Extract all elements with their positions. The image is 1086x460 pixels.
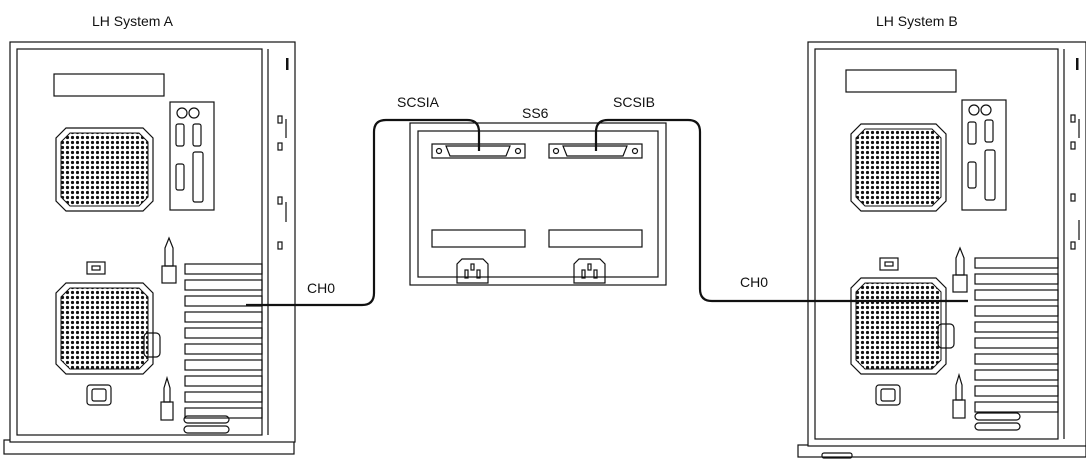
server-a-io-panel [169, 101, 215, 211]
cable-a-port-label: SCSIA [397, 94, 440, 110]
server-a-expansion-slots [184, 263, 263, 419]
storage-case [409, 122, 667, 286]
server-b-side-slots [1070, 114, 1080, 250]
storage-drive-bay-b [548, 229, 643, 248]
server-b-case [807, 41, 1086, 447]
server-a-key-lock [160, 236, 177, 421]
server-a-side-slots [277, 115, 287, 250]
cable-b-channel-label: CH0 [740, 274, 768, 290]
server-a-power-led [286, 58, 289, 70]
server-b-rear-panel [814, 48, 1059, 440]
server-a-rear-panel [16, 48, 263, 436]
server-b-base [797, 444, 1086, 458]
cable-b [594, 118, 968, 303]
server-b-small-port [879, 257, 899, 271]
server-b-fan-upper [850, 123, 947, 212]
server-a-fan-lower [55, 282, 154, 375]
server-b-title: LH System B [876, 13, 958, 29]
server-b: LH System B [797, 13, 1086, 459]
server-a-title: LH System A [92, 13, 174, 29]
cable-b-port-label: SCSIB [613, 94, 655, 110]
cable-a [246, 118, 481, 307]
server-a-knob [143, 332, 161, 358]
server-b-expansion-slots [974, 257, 1059, 413]
storage-power-inlet-b [573, 258, 606, 284]
server-a-power-inlet [86, 384, 112, 406]
server-a: LH System A [3, 13, 296, 455]
server-b-knob [937, 323, 955, 349]
server-b-label-window [845, 69, 957, 93]
server-b-handle [974, 412, 1021, 421]
server-b-fan-lower [850, 277, 947, 375]
storage-ss6: SS6 [409, 105, 667, 286]
server-a-case [9, 41, 296, 443]
server-a-label-window [53, 73, 165, 97]
server-b-key-lock [952, 246, 968, 419]
storage-drive-bay-a [431, 229, 526, 248]
server-a-small-port [86, 261, 106, 275]
server-a-fan-upper [55, 127, 154, 212]
cable-a-channel-label: CH0 [307, 280, 335, 296]
server-b-power-inlet [875, 384, 901, 406]
storage-power-inlet-a [456, 258, 489, 284]
storage-title: SS6 [522, 105, 549, 121]
server-b-power-led [1076, 58, 1079, 70]
server-a-handle [183, 415, 230, 424]
server-b-io-panel [961, 99, 1007, 211]
